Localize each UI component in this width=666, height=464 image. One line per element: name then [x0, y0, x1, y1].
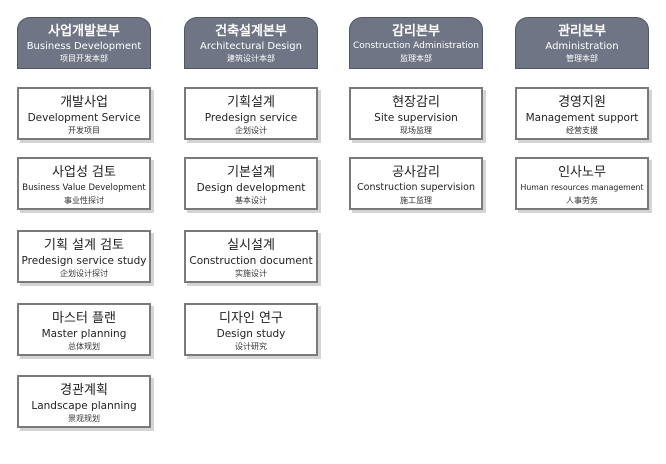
box-label-en: Business Value Development [22, 183, 146, 193]
box-construction-supervision: 공사감리 Construction supervision 施工监理 [349, 157, 483, 210]
header-label-en: Architectural Design [200, 41, 302, 52]
header-label-en: Administration [545, 41, 619, 52]
header-construction-administration: 감리본부 Construction Administration 监理本部 [349, 17, 483, 69]
column-architectural-design: 건축설계본부 Architectural Design 建筑设计本部 기획설계 … [184, 17, 318, 356]
box-design-study: 디자인 연구 Design study 设计研究 [184, 303, 318, 356]
box-label-zh: 景观规划 [68, 414, 100, 423]
box-label-en: Construction document [189, 255, 313, 267]
box-label-en: Landscape planning [31, 400, 137, 412]
box-development-service: 개발사업 Development Service 开发项目 [17, 87, 151, 140]
box-label-ko: 개발사업 [60, 95, 108, 110]
box-label-zh: 企划设计 [235, 126, 267, 135]
box-label-ko: 경관계획 [60, 383, 108, 398]
box-label-ko: 기본설계 [227, 165, 275, 180]
header-label-ko: 관리본부 [558, 24, 606, 39]
box-label-ko: 기획 설계 검토 [43, 238, 125, 253]
box-label-en: Human resources management [520, 183, 644, 192]
box-label-en: Development Service [27, 112, 141, 124]
box-label-ko: 경영지원 [558, 95, 606, 110]
box-label-ko: 실시설계 [227, 238, 275, 253]
box-label-ko: 마스터 플랜 [52, 311, 116, 326]
header-architectural-design: 건축설계본부 Architectural Design 建筑设计本部 [184, 17, 318, 69]
box-label-ko: 현장감리 [392, 95, 440, 110]
box-label-zh: 基本设计 [235, 196, 267, 205]
box-label-en: Construction supervision [357, 182, 475, 193]
box-label-en: Predesign service study [21, 255, 147, 267]
header-label-zh: 项目开发本部 [60, 54, 108, 63]
box-label-zh: 设计研究 [235, 342, 267, 351]
box-label-en: Master planning [41, 328, 127, 340]
header-label-zh: 管理本部 [566, 54, 598, 63]
box-label-ko: 공사감리 [392, 165, 440, 180]
box-label-zh: 施工监理 [400, 196, 432, 205]
box-label-zh: 实施设计 [235, 269, 267, 278]
header-business-development: 사업개발본부 Business Development 项目开发本部 [17, 17, 151, 69]
header-label-ko: 감리본부 [392, 24, 440, 39]
box-design-development: 기본설계 Design development 基本设计 [184, 157, 318, 210]
box-label-en: Site supervision [374, 112, 458, 124]
box-predesign-service: 기획설계 Predesign service 企划设计 [184, 87, 318, 140]
box-predesign-study: 기획 설계 검토 Predesign service study 企划设计探讨 [17, 230, 151, 283]
box-master-planning: 마스터 플랜 Master planning 总体规划 [17, 303, 151, 356]
box-label-zh: 现场监理 [400, 126, 432, 135]
box-label-ko: 인사노무 [558, 165, 606, 180]
header-label-zh: 建筑设计本部 [227, 54, 275, 63]
header-label-en: Construction Administration [352, 41, 480, 51]
column-administration: 관리본부 Administration 管理本部 경영지원 Management… [515, 17, 649, 210]
box-label-zh: 总体规划 [68, 342, 100, 351]
box-label-zh: 企划设计探讨 [60, 269, 108, 278]
box-landscape-planning: 경관계획 Landscape planning 景观规划 [17, 375, 151, 428]
box-business-value: 사업성 검토 Business Value Development 事业性探讨 [17, 157, 151, 210]
box-label-zh: 人事劳务 [566, 196, 598, 205]
header-label-ko: 사업개발본부 [48, 24, 120, 39]
box-label-ko: 사업성 검토 [52, 165, 116, 180]
box-label-zh: 经营支援 [566, 126, 598, 135]
box-management-support: 경영지원 Management support 经营支援 [515, 87, 649, 140]
box-label-ko: 디자인 연구 [219, 311, 283, 326]
header-label-zh: 监理本部 [400, 54, 432, 63]
column-construction-administration: 감리본부 Construction Administration 监理本部 현장… [349, 17, 483, 210]
box-label-en: Design study [216, 328, 286, 340]
header-label-ko: 건축설계본부 [215, 24, 287, 39]
box-site-supervision: 현장감리 Site supervision 现场监理 [349, 87, 483, 140]
header-administration: 관리본부 Administration 管理本部 [515, 17, 649, 69]
box-human-resources: 인사노무 Human resources management 人事劳务 [515, 157, 649, 210]
box-label-en: Management support [525, 112, 639, 124]
box-label-zh: 开发项目 [68, 126, 100, 135]
box-label-en: Predesign service [204, 112, 298, 124]
box-label-en: Design development [196, 182, 306, 194]
box-construction-document: 실시설계 Construction document 实施设计 [184, 230, 318, 283]
box-label-zh: 事业性探讨 [64, 196, 104, 205]
box-label-ko: 기획설계 [227, 95, 275, 110]
column-business-development: 사업개발본부 Business Development 项目开发本部 개발사업 … [17, 17, 151, 428]
header-label-en: Business Development [26, 41, 142, 52]
